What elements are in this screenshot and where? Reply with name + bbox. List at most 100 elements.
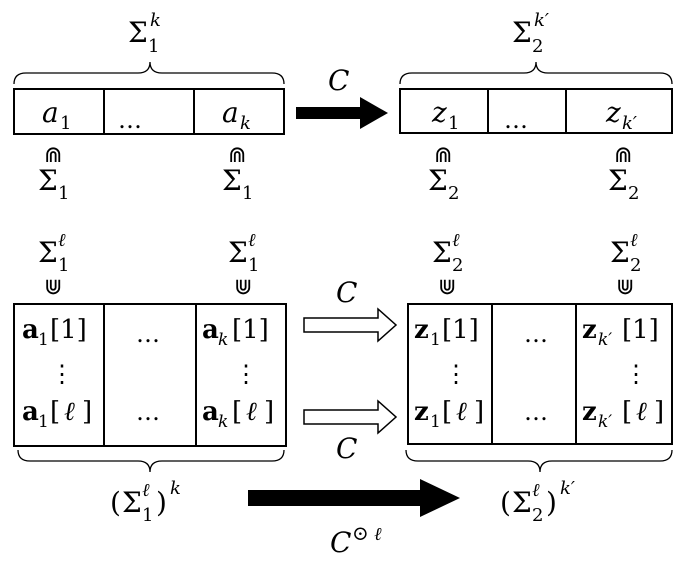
- matrix-outline: [407, 303, 673, 445]
- subscript-2: 2: [532, 36, 543, 57]
- top-right-tuple-box: z 1 … z k′: [399, 88, 673, 134]
- top-code-arrow: C: [296, 64, 388, 129]
- thick-arrow: [296, 97, 388, 129]
- paren-open: (: [110, 486, 121, 519]
- ellipsis: …: [136, 398, 160, 426]
- thick-arrow: [248, 479, 460, 517]
- code-label-c: C: [336, 432, 357, 465]
- cell-a1: a: [42, 96, 59, 129]
- cell-z1-rowl: z: [414, 397, 429, 427]
- superscript-ell: ℓ: [374, 524, 382, 545]
- sigma-symbol: Σ: [608, 164, 628, 197]
- superscript-ell: ℓ: [532, 480, 540, 501]
- sigma-symbol: Σ: [512, 486, 532, 519]
- cell-z1-row1: z: [414, 315, 429, 345]
- in-symbol: ⋓: [44, 275, 62, 300]
- subscript-2: 2: [628, 183, 639, 204]
- superscript-kprime: k′: [534, 10, 549, 31]
- cell-ak: a: [222, 96, 239, 129]
- top-left-tuple-box: a 1 … a k: [13, 88, 285, 135]
- tuple-box-outline: [13, 88, 285, 135]
- vertical-ellipsis: ⋮: [624, 360, 648, 388]
- row1-code-arrow: C: [303, 276, 398, 343]
- sigma-symbol: Σ: [222, 164, 242, 197]
- subscript-1: 1: [58, 183, 69, 204]
- ellipsis: …: [524, 398, 548, 426]
- bottom-left-membership: Σ 1 ℓ ⋓ Σ 1 ℓ ⋓: [38, 230, 259, 300]
- subscript-1: 1: [430, 412, 441, 432]
- superscript-k: k: [150, 10, 161, 31]
- index-open: [: [442, 397, 452, 427]
- sigma-symbol: Σ: [128, 16, 148, 49]
- vertical-ellipsis: ⋮: [444, 360, 468, 388]
- code-label-c: C: [330, 526, 351, 559]
- index-ell: ℓ: [64, 397, 75, 427]
- subscript-2: 2: [448, 183, 459, 204]
- in-symbol: ⋒: [44, 143, 62, 168]
- subscript-1: 1: [430, 330, 441, 350]
- index-ell: ℓ: [456, 397, 467, 427]
- sigma-symbol: Σ: [122, 486, 142, 519]
- superscript-ell: ℓ: [630, 230, 638, 251]
- index-ell: ℓ: [246, 397, 257, 427]
- bottom-right-brace: [405, 449, 673, 473]
- ellipsis: …: [136, 320, 160, 348]
- index-close: ]: [474, 397, 484, 427]
- subscript-kprime: k′: [622, 113, 637, 134]
- bottom-right-membership: Σ 2 ℓ ⋓ Σ 2 ℓ ⋓: [432, 230, 641, 300]
- subscript-1: 1: [448, 113, 459, 134]
- subscript-1: 1: [38, 412, 49, 432]
- subscript-kprime: k′: [598, 412, 612, 432]
- cell-zkprime-rowl: z: [582, 397, 597, 427]
- subscript-1: 1: [38, 330, 49, 350]
- rowl-code-arrow: C: [303, 399, 398, 465]
- index-close: ]: [82, 397, 92, 427]
- vertical-ellipsis: ⋮: [50, 360, 74, 388]
- sigma-symbol: Σ: [432, 236, 452, 269]
- index-1: [1]: [442, 315, 479, 345]
- cell-ak-row1: a: [202, 315, 219, 345]
- cell-a1-row1: a: [22, 315, 39, 345]
- in-symbol: ⋒: [614, 143, 632, 168]
- in-symbol: ⋒: [228, 143, 246, 168]
- cell-zkprime: z: [605, 96, 621, 129]
- index-close: ]: [264, 397, 274, 427]
- superscript-ell: ℓ: [248, 230, 256, 251]
- vertical-ellipsis: ⋮: [234, 360, 258, 388]
- hollow-arrow: [303, 399, 398, 435]
- index-1: [1]: [50, 315, 87, 345]
- sigma-symbol: Σ: [38, 236, 58, 269]
- superscript-kprime: k′: [560, 478, 575, 499]
- bottom-left-matrix: a 1 [1] … a k [1] ⋮ ⋮ a 1 [ ℓ ] … a k [ …: [13, 303, 287, 447]
- subscript-1: 1: [142, 505, 153, 526]
- subscript-1: 1: [248, 255, 259, 276]
- index-1: [1]: [232, 315, 269, 345]
- subscript-1: 1: [60, 113, 71, 134]
- bottom-left-sigma-label: ( Σ 1 ℓ ) k: [110, 478, 181, 526]
- subscript-kprime: k′: [598, 330, 612, 350]
- paren-open: (: [500, 486, 511, 519]
- top-right-sigma-label: Σ 2 k′: [512, 10, 549, 57]
- sigma-symbol: Σ: [228, 236, 248, 269]
- index-1: [1]: [622, 315, 659, 345]
- subscript-k: k: [240, 113, 251, 134]
- cell-zkprime-row1: z: [582, 315, 597, 345]
- subscript-2: 2: [630, 255, 641, 276]
- subscript-1: 1: [58, 255, 69, 276]
- code-label-c: C: [336, 276, 357, 309]
- superscript-ell: ℓ: [142, 480, 150, 501]
- bottom-left-brace: [17, 449, 285, 473]
- index-ell: ℓ: [636, 397, 647, 427]
- subscript-2: 2: [532, 505, 543, 526]
- top-left-sigma-label: Σ 1 k: [128, 10, 161, 57]
- bottom-right-matrix: z 1 [1] … z k′ [1] ⋮ ⋮ z 1 [ ℓ ] … z k′ …: [407, 303, 673, 445]
- hollow-arrow: [303, 307, 398, 343]
- top-right-membership: ⋒ Σ 2 ⋒ Σ 2: [428, 143, 639, 204]
- ellipsis: …: [524, 320, 548, 348]
- bottom-right-sigma-label: ( Σ 2 ℓ ) k′: [500, 478, 575, 526]
- cell-ak-rowl: a: [202, 397, 219, 427]
- subscript-1: 1: [148, 36, 159, 57]
- cell-a1-rowl: a: [22, 397, 39, 427]
- cell-z1: z: [431, 96, 447, 129]
- subscript-k: k: [218, 330, 228, 350]
